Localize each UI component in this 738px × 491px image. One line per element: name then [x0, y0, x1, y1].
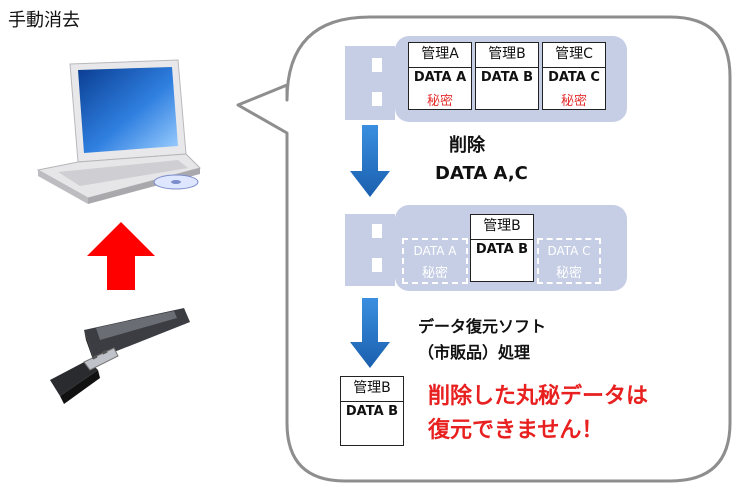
deleted-data: DATA A [413, 244, 457, 258]
cell-secret: 秘密 [426, 94, 453, 109]
data-cell-b: 管理B DATA B [475, 42, 539, 110]
blue-down-arrow-icon [350, 298, 390, 368]
deleted-secret: 秘密 [555, 266, 582, 281]
step-delete-label: 削除 DATA A,C [435, 132, 528, 188]
usb-plug [345, 46, 395, 120]
cell-header: 管理B [341, 377, 403, 402]
cell-data: DATA B [345, 404, 399, 419]
cell-data: DATA B [475, 242, 529, 257]
deleted-secret: 秘密 [421, 266, 448, 281]
cell-secret: 秘密 [560, 94, 587, 109]
cell-header: 管理C [543, 43, 605, 68]
red-up-arrow-icon [87, 222, 155, 290]
laptop-icon [36, 59, 201, 204]
warning-message: 削除した丸秘データは 復元できません！ [428, 380, 648, 448]
cell-header: 管理A [409, 43, 471, 68]
cell-data: DATA C [548, 70, 600, 85]
blue-down-arrow-icon [350, 125, 390, 197]
result-data-cell-b: 管理B DATA B [340, 376, 404, 446]
cell-header: 管理B [476, 43, 538, 68]
data-cell-c: 管理C DATA C 秘密 [542, 42, 606, 110]
warning-line2: 復元できません！ [428, 418, 604, 443]
step-recovery-line1: データ復元ソフト [418, 317, 547, 336]
usb-plug [345, 214, 395, 286]
step-recovery-line2: （市販品）処理 [418, 343, 531, 362]
data-cell-a: 管理A DATA A 秘密 [408, 42, 472, 110]
cell-data: DATA B [480, 70, 534, 85]
page-title: 手動消去 [8, 10, 80, 31]
step-recovery-label: データ復元ソフト （市販品）処理 [418, 314, 546, 366]
usb-drive-icon [50, 308, 190, 404]
cell-data: DATA A [413, 70, 467, 85]
deleted-data: DATA C [547, 244, 591, 258]
usb-hole [372, 224, 382, 238]
step-delete-line1: 削除 [449, 135, 485, 156]
step-delete-line2: DATA A,C [435, 163, 528, 184]
warning-line1: 削除した丸秘データは [428, 384, 649, 409]
data-cell-b: 管理B DATA B [470, 214, 534, 282]
usb-hole [372, 258, 382, 272]
usb-hole [372, 92, 382, 106]
deleted-data-c: DATA C 秘密 [537, 238, 601, 284]
deleted-data-a: DATA A 秘密 [402, 238, 468, 284]
usb-hole [372, 58, 382, 72]
cell-header: 管理B [471, 215, 533, 240]
